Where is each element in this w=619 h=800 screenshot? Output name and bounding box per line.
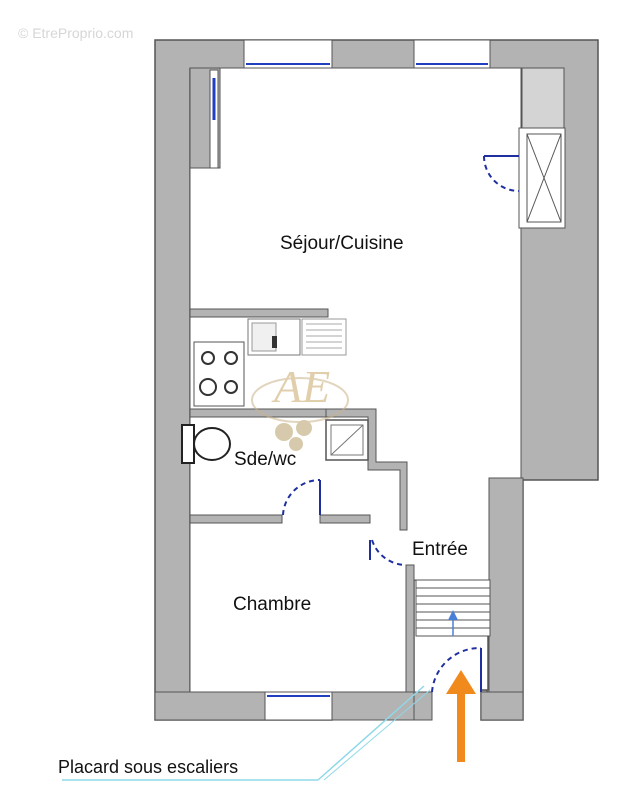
room-label-entree: Entrée [412, 539, 468, 560]
door-sdb-swing [282, 478, 321, 516]
wall-right-step [488, 477, 524, 693]
room-label-sejour: Séjour/Cuisine [280, 233, 404, 254]
stair-arrow-head [448, 610, 458, 620]
agency-logo: AE [251, 361, 349, 451]
partition-sdb-bottom-left [189, 514, 283, 524]
stairs [415, 579, 491, 637]
kitchen-fixtures [193, 318, 347, 407]
toilet-bowl [193, 427, 231, 461]
logo-letters: AE [271, 361, 330, 412]
partition-kitchen-bottom [189, 408, 327, 418]
room-label-sdewc: Sde/wc [234, 449, 296, 470]
door-chambre-swing [371, 539, 407, 566]
stove [193, 341, 245, 407]
door-closet-swing [431, 646, 482, 693]
partition-sdb-bottom-right [319, 514, 371, 524]
wall-bottom-left [154, 691, 266, 721]
partition-entree-left [405, 564, 415, 693]
windows [209, 39, 491, 721]
right-closet [483, 127, 566, 229]
sink-drainer [301, 318, 347, 356]
partition-kitchen-top [189, 308, 329, 318]
callout-placard: Placard sous escaliers [58, 757, 238, 777]
wall-block-top-right [521, 67, 565, 129]
watermark-text: © EtreProprio.com [18, 25, 133, 41]
room-label-chambre: Chambre [233, 594, 311, 615]
partition-sdb-right [323, 408, 408, 531]
toilet-tank [181, 424, 195, 464]
callout-leader [62, 685, 431, 781]
entrance-arrow [446, 670, 476, 762]
doors [282, 478, 482, 693]
wall-bottom-right [480, 691, 524, 721]
wall-bottom-entry [413, 691, 433, 721]
bathroom-fixtures [181, 419, 369, 464]
